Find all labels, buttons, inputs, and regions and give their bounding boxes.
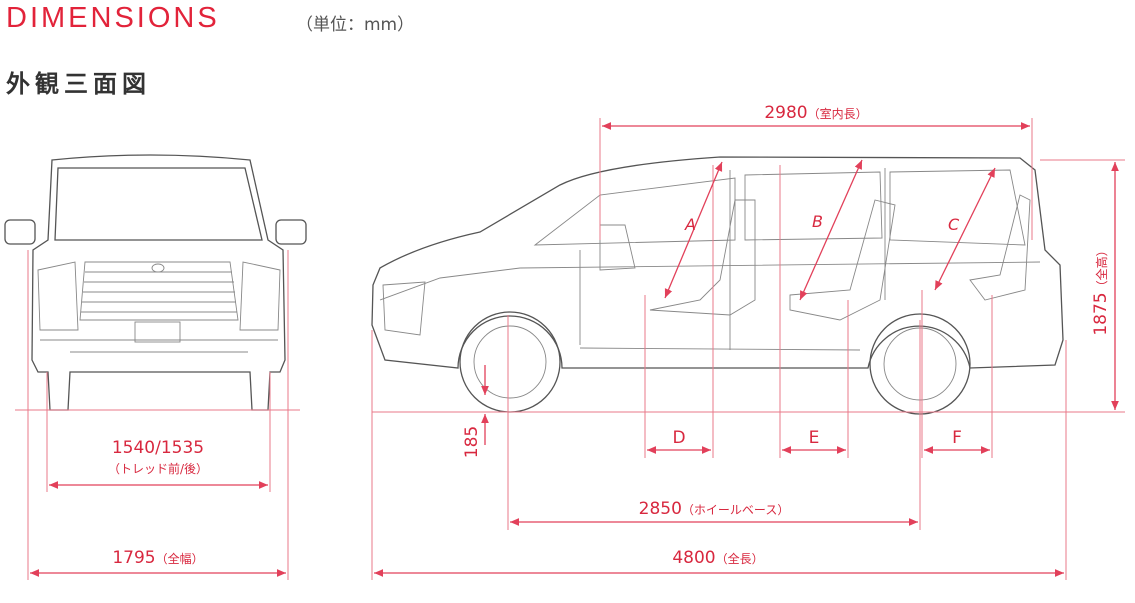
marker-f: F [952,428,962,448]
page-title: DIMENSIONS [6,2,220,34]
unit-label: （単位：mm） [296,15,415,35]
marker-c: C [948,215,960,234]
tread-value: 1540/1535 [112,438,204,458]
wheelbase-dimension: 2850（ホイールベース） [639,499,790,519]
marker-a: A [684,215,696,234]
ground-clearance-value: 185 [462,426,482,458]
height-dimension: 1875（全高） [1091,244,1111,335]
length-dimension: 4800（全長） [672,548,763,568]
interior-length-dimension: 2980（室内長） [764,103,867,123]
side-view-car [371,156,1064,415]
front-view-car [4,154,307,411]
marker-b: B [812,212,823,231]
marker-d: D [672,428,685,448]
marker-e: E [809,428,820,448]
width-dimension: 1795（全幅） [112,548,203,568]
tread-label: （トレッド前/後） [108,461,208,476]
section-title: 外観三面図 [6,70,151,98]
